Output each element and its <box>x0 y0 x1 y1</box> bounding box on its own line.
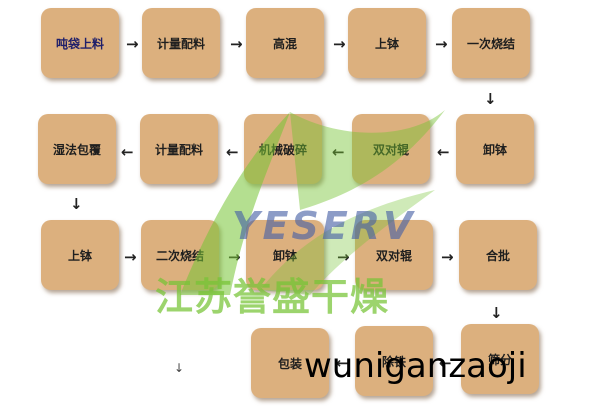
arrow-left-6: ← <box>336 354 349 372</box>
node-load-saggar-2: 上钵 <box>41 220 119 290</box>
watermark-url-text: wuniganzaoji <box>304 346 527 386</box>
arrow-right-1: → <box>126 35 139 53</box>
arrow-left-4: ← <box>121 143 134 161</box>
arrow-right-2: → <box>230 35 243 53</box>
node-sieving: 筛分 <box>461 324 539 394</box>
node-metering-batching-2: 计量配料 <box>140 114 218 184</box>
watermark-brand-cn: 江苏誉盛干燥 <box>155 275 390 319</box>
node-iron-removal: 除铁 <box>355 326 433 396</box>
arrow-left-3: ← <box>226 143 239 161</box>
arrow-right-7: → <box>337 248 350 266</box>
node-double-roller-1: 双对辊 <box>352 114 430 184</box>
node-mechanical-crushing: 机械破碎 <box>244 114 322 184</box>
node-unload-saggar-1: 卸钵 <box>456 114 534 184</box>
arrow-left-5: ← <box>439 354 452 372</box>
node-high-mixing: 高混 <box>246 8 324 78</box>
node-packaging: 包装 <box>251 328 329 398</box>
arrow-left-2: ← <box>332 143 345 161</box>
node-ton-bag-loading: 吨袋上料 <box>41 8 119 78</box>
arrow-down-4: ↓ <box>174 361 185 375</box>
arrow-down-1: ↓ <box>484 90 497 108</box>
arrow-down-3: ↓ <box>490 304 503 322</box>
arrow-right-5: → <box>124 248 137 266</box>
node-double-roller-2: 双对辊 <box>355 220 433 290</box>
arrow-right-4: → <box>435 35 448 53</box>
arrow-right-3: → <box>333 35 346 53</box>
node-metering-batching-1: 计量配料 <box>142 8 220 78</box>
arrow-down-2: ↓ <box>70 195 83 213</box>
node-load-saggar-1: 上钵 <box>348 8 426 78</box>
watermark-brand-latin: YESERV <box>232 204 416 248</box>
node-batch-merge: 合批 <box>459 220 537 290</box>
node-first-sintering: 一次烧结 <box>452 8 530 78</box>
arrow-right-8: → <box>441 248 454 266</box>
node-wet-coating: 湿法包覆 <box>38 114 116 184</box>
arrow-left-1: ← <box>437 143 450 161</box>
arrow-right-6: → <box>228 248 241 266</box>
